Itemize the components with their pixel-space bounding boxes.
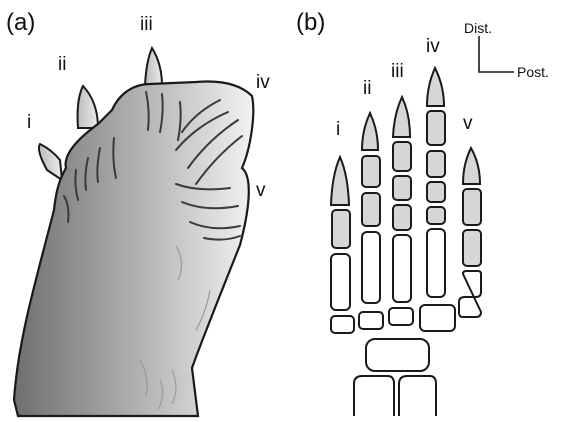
- radius: [354, 376, 394, 416]
- digit-label-b-i: i: [336, 119, 340, 140]
- metacarpal-iii: [393, 235, 411, 302]
- carpal-1: [331, 316, 354, 333]
- claw-bone-v: [463, 148, 480, 184]
- distal-label: Dist.: [464, 20, 492, 36]
- panel-b: (b) Dist. Post.: [296, 9, 549, 416]
- metacarpal-ii: [362, 232, 380, 303]
- phalanx-v-2: [463, 230, 481, 266]
- digit-ii: [362, 113, 380, 303]
- phalanx-i-1: [332, 210, 350, 248]
- carpal-2: [359, 312, 383, 329]
- claw-bone-ii: [362, 113, 378, 150]
- phalanx-iii-1: [393, 142, 411, 171]
- claw-bone-iv: [427, 68, 444, 106]
- metacarpal-iv: [427, 229, 445, 297]
- phalanx-iv-2: [427, 151, 445, 177]
- metacarpal-v: [459, 271, 481, 317]
- digit-i: [331, 157, 350, 310]
- phalanx-ii-1: [362, 156, 380, 187]
- digit-label-a-iv: iv: [256, 72, 270, 93]
- digit-label-a-i: i: [27, 112, 31, 133]
- digit-iv: [427, 68, 445, 297]
- digit-label-a-ii: ii: [58, 54, 66, 75]
- phalanx-v-1: [463, 189, 481, 225]
- digit-v: [459, 148, 481, 317]
- foot-outline: [14, 82, 253, 416]
- phalanx-iv-4: [427, 207, 445, 224]
- posterior-label: Post.: [517, 64, 549, 80]
- carpal-4: [420, 305, 455, 331]
- orientation-indicator: Dist. Post.: [464, 20, 549, 80]
- carpal-3: [389, 308, 413, 325]
- phalanx-iv-1: [427, 111, 445, 145]
- phalanx-ii-2: [362, 193, 380, 226]
- digit-label-b-iv: iv: [426, 36, 440, 57]
- carpal-row: [331, 305, 455, 371]
- digit-label-b-v: v: [463, 113, 473, 134]
- panel-a: (a): [6, 9, 270, 416]
- digit-label-a-iii: iii: [140, 14, 153, 35]
- phalanx-iv-3: [427, 182, 445, 202]
- digit-label-b-ii: ii: [363, 78, 371, 99]
- claw-iii: [145, 48, 162, 86]
- digit-label-a-v: v: [256, 180, 266, 201]
- claw-i: [39, 144, 62, 180]
- claw-bone-i: [331, 157, 349, 205]
- digit-iii: [393, 97, 411, 302]
- panel-b-label: (b): [296, 9, 325, 36]
- claw-ii: [78, 86, 98, 128]
- claw-bone-iii: [393, 97, 410, 137]
- ulna: [399, 376, 436, 416]
- panel-a-label: (a): [6, 9, 35, 36]
- phalanx-iii-2: [393, 176, 411, 200]
- orientation-arrow: [479, 36, 514, 72]
- carpal-proximal: [366, 339, 429, 371]
- phalanx-iii-3: [393, 205, 411, 230]
- metacarpal-i: [331, 254, 350, 310]
- digit-label-b-iii: iii: [391, 61, 404, 82]
